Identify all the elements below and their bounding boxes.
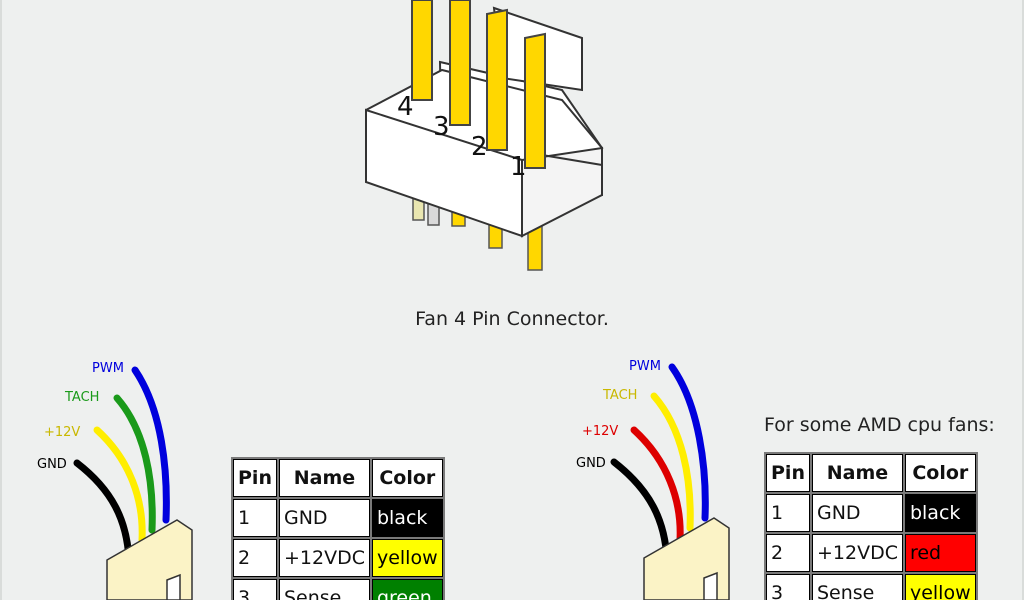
pinout-table-amd: Pin Name Color 1 GND black 2 +12VDC red … bbox=[764, 452, 978, 600]
color-cell: red bbox=[904, 534, 976, 572]
header-pin: Pin bbox=[233, 459, 277, 497]
table-header-row: Pin Name Color bbox=[766, 454, 976, 492]
header-pin: Pin bbox=[766, 454, 810, 492]
upper-pins bbox=[411, 0, 546, 169]
header-name: Name bbox=[278, 459, 370, 497]
left-label-tach: TACH bbox=[64, 390, 99, 405]
name-cell: Sense bbox=[811, 574, 903, 600]
pin-number-2: 2 bbox=[471, 132, 488, 162]
pin-cell: 1 bbox=[766, 494, 810, 532]
color-cell: yellow bbox=[904, 574, 976, 600]
right-label-12v: +12V bbox=[582, 424, 618, 439]
color-cell: yellow bbox=[371, 539, 443, 577]
table-row: 1 GND black bbox=[233, 499, 443, 537]
left-label-12v: +12V bbox=[44, 425, 80, 440]
left-plug bbox=[106, 519, 193, 600]
table-row: 3 Sense green bbox=[233, 579, 443, 600]
right-label-tach: TACH bbox=[602, 388, 637, 403]
connector-housing bbox=[365, 6, 604, 238]
header-color: Color bbox=[904, 454, 976, 492]
pin-number-3: 3 bbox=[433, 112, 450, 142]
color-cell: green bbox=[371, 579, 443, 600]
connector-caption: Fan 4 Pin Connector. bbox=[415, 308, 609, 330]
table-row: 3 Sense yellow bbox=[766, 574, 976, 600]
name-cell: GND bbox=[811, 494, 903, 532]
pinout-table-standard: Pin Name Color 1 GND black 2 +12VDC yell… bbox=[231, 457, 445, 600]
pin-cell: 3 bbox=[233, 579, 277, 600]
right-plug bbox=[643, 517, 730, 600]
name-cell: +12VDC bbox=[278, 539, 370, 577]
pin-number-4: 4 bbox=[397, 92, 414, 122]
pin-cell: 1 bbox=[233, 499, 277, 537]
left-label-gnd: GND bbox=[37, 457, 67, 472]
name-cell: +12VDC bbox=[811, 534, 903, 572]
name-cell: GND bbox=[278, 499, 370, 537]
table-header-row: Pin Name Color bbox=[233, 459, 443, 497]
right-label-gnd: GND bbox=[576, 456, 606, 471]
color-cell: black bbox=[371, 499, 443, 537]
pin-cell: 2 bbox=[766, 534, 810, 572]
pin-number-1: 1 bbox=[510, 152, 527, 182]
pin-cell: 3 bbox=[766, 574, 810, 600]
header-color: Color bbox=[371, 459, 443, 497]
color-cell: black bbox=[904, 494, 976, 532]
table-row: 1 GND black bbox=[766, 494, 976, 532]
left-label-pwm: PWM bbox=[92, 361, 124, 376]
right-label-pwm: PWM bbox=[629, 359, 661, 374]
table-row: 2 +12VDC yellow bbox=[233, 539, 443, 577]
name-cell: Sense bbox=[278, 579, 370, 600]
table-row: 2 +12VDC red bbox=[766, 534, 976, 572]
header-name: Name bbox=[811, 454, 903, 492]
amd-note: For some AMD cpu fans: bbox=[764, 414, 995, 436]
pin-cell: 2 bbox=[233, 539, 277, 577]
